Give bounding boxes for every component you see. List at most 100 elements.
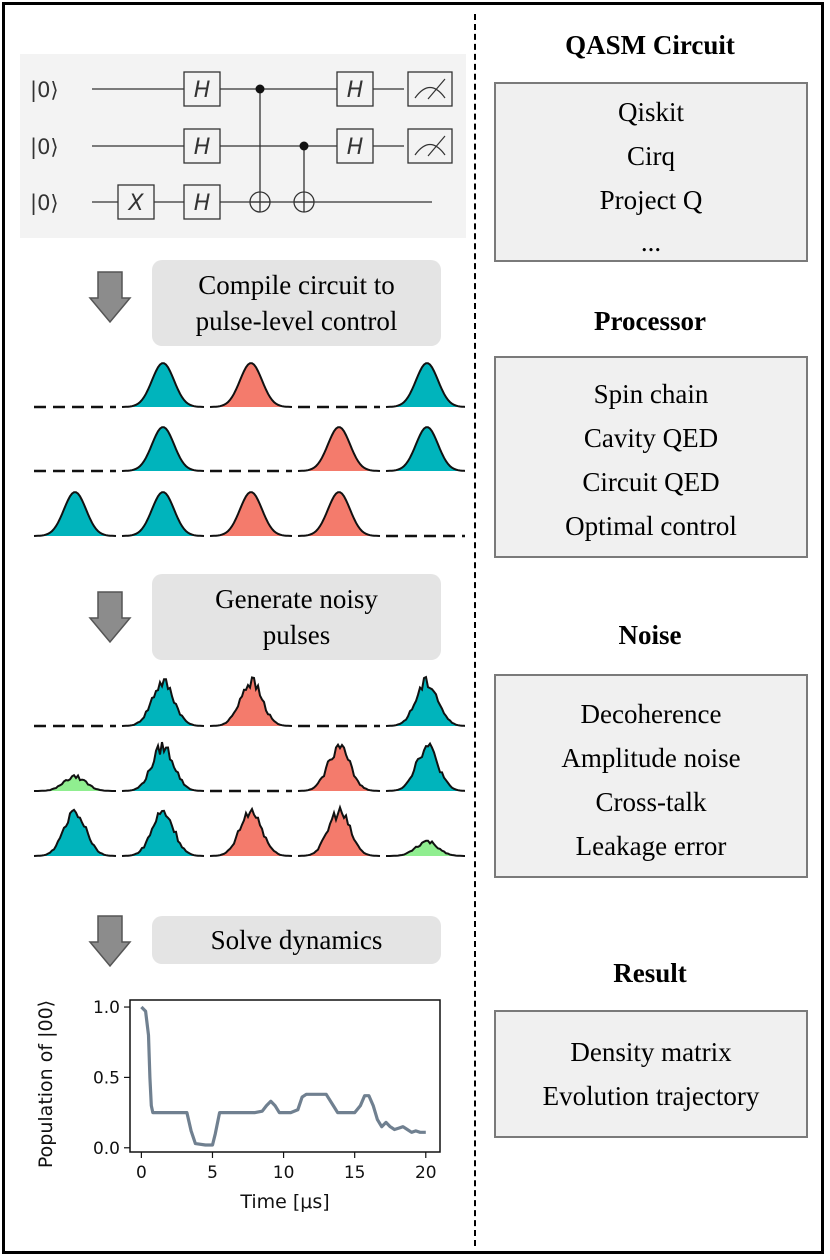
down-arrow-icon: [88, 271, 132, 324]
processor-item: Spin chain: [593, 379, 709, 409]
gate-h: H: [183, 128, 221, 164]
pulse-outline: [209, 362, 293, 408]
noise-item: Leakage error: [575, 831, 727, 861]
measure-icon: [407, 71, 453, 107]
pulse-outline: [385, 362, 465, 408]
result-heading: Result: [613, 958, 687, 988]
gate-h: H: [183, 71, 221, 107]
result-item: Evolution trajectory: [542, 1081, 760, 1111]
pulse-outline: [209, 676, 293, 727]
step-noise-line-1: Generate noisy: [215, 584, 378, 614]
population-line: [140, 1005, 426, 1147]
pulse-salmon: [210, 677, 292, 726]
pulse-green: [34, 775, 116, 791]
x-axis-label: Time [μs]: [239, 1191, 329, 1213]
step-compile: Compile circuit to pulse-level control: [152, 260, 441, 346]
pulse-cyan: [122, 810, 204, 856]
pulse-outline: [33, 491, 117, 537]
pulse-outline: [297, 491, 381, 537]
pulse-salmon: [210, 492, 292, 536]
cnot-gate: [293, 141, 315, 213]
processor-item: Cavity QED: [583, 423, 719, 453]
qasm-item: Cirq: [626, 141, 675, 171]
pulse-cyan: [34, 809, 116, 856]
pulse-cyan: [122, 492, 204, 536]
pulse-outline: [209, 806, 293, 857]
noise-item: Amplitude noise: [561, 743, 741, 773]
down-arrow-icon: [88, 591, 132, 644]
pulse-cyan: [34, 492, 116, 536]
qasm-box: Qiskit Cirq Project Q ...: [494, 82, 808, 262]
svg-text:H: H: [194, 191, 211, 216]
pulse-salmon: [298, 744, 380, 791]
svg-text:H: H: [347, 135, 364, 160]
pulse-outline: [297, 742, 381, 792]
cnot-gate: [249, 84, 271, 213]
gate-h: H: [336, 71, 374, 107]
measure-icon: [407, 128, 453, 164]
x-tick-label: 10: [273, 1163, 295, 1183]
column-divider: [474, 14, 476, 1246]
pulse-outline: [33, 808, 117, 857]
processor-item: Circuit QED: [582, 467, 720, 497]
pulse-salmon: [298, 807, 380, 856]
pulse-outline: [121, 362, 205, 408]
qasm-item: Qiskit: [617, 97, 684, 127]
svg-text:H: H: [194, 135, 211, 160]
y-tick-label: 0.0: [93, 1139, 120, 1159]
noise-heading: Noise: [618, 620, 682, 650]
pulse-outline: [121, 809, 205, 857]
qasm-item: Project Q: [599, 185, 703, 215]
pulse-outline: [209, 491, 293, 537]
processor-item: Optimal control: [565, 511, 737, 541]
pulse-cyan: [386, 677, 465, 726]
step-compile-line-2: pulse-level control: [195, 306, 398, 336]
noise-item: Decoherence: [580, 699, 722, 729]
processor-heading: Processor: [594, 306, 706, 336]
clean-pulses: [33, 362, 465, 538]
pulse-cyan: [386, 743, 465, 791]
x-tick-label: 0: [136, 1163, 147, 1183]
step-noise-line-2: pulses: [262, 620, 331, 650]
pulse-cyan: [386, 427, 465, 471]
noise-box: Decoherence Amplitude noise Cross-talk L…: [494, 674, 808, 878]
result-box: Density matrix Evolution trajectory: [494, 1010, 808, 1138]
gate-x: X: [117, 184, 155, 220]
pulse-salmon: [298, 427, 380, 471]
pulse-salmon: [210, 809, 292, 856]
pulse-outline: [297, 426, 381, 472]
qasm-item: ...: [640, 227, 662, 257]
gate-h: H: [336, 128, 374, 164]
pulse-outline: [297, 804, 381, 857]
pulse-cyan: [122, 679, 204, 726]
step-solve: Solve dynamics: [152, 916, 441, 964]
x-tick-label: 5: [207, 1163, 218, 1183]
pulse-outline: [34, 773, 116, 792]
step-solve-label: Solve dynamics: [210, 925, 383, 955]
x-tick-label: 20: [415, 1163, 437, 1183]
y-axis-label: Population of |00⟩: [35, 1000, 57, 1168]
pulse-cyan: [122, 742, 204, 791]
svg-text:H: H: [347, 78, 364, 103]
result-item: Density matrix: [570, 1037, 732, 1067]
qubit-label: |0⟩: [30, 191, 59, 216]
pulse-outline: [121, 426, 205, 472]
noise-item: Cross-talk: [595, 787, 707, 817]
noisy-pulses: [33, 675, 465, 857]
pulse-outline: [121, 491, 205, 537]
svg-text:H: H: [194, 78, 211, 103]
pulse-cyan: [122, 427, 204, 471]
qubit-label: |0⟩: [30, 78, 59, 103]
y-tick-label: 0.5: [93, 1068, 120, 1088]
pulse-outline: [385, 675, 465, 727]
gate-h: H: [183, 184, 221, 220]
down-arrow-icon: [88, 915, 132, 968]
qubit-label: |0⟩: [30, 135, 59, 160]
pulse-salmon: [298, 492, 380, 536]
pulse-outline: [121, 678, 205, 727]
pulse-outline: [386, 839, 465, 857]
svg-text:X: X: [127, 191, 144, 216]
pulse-outline: [121, 741, 205, 792]
